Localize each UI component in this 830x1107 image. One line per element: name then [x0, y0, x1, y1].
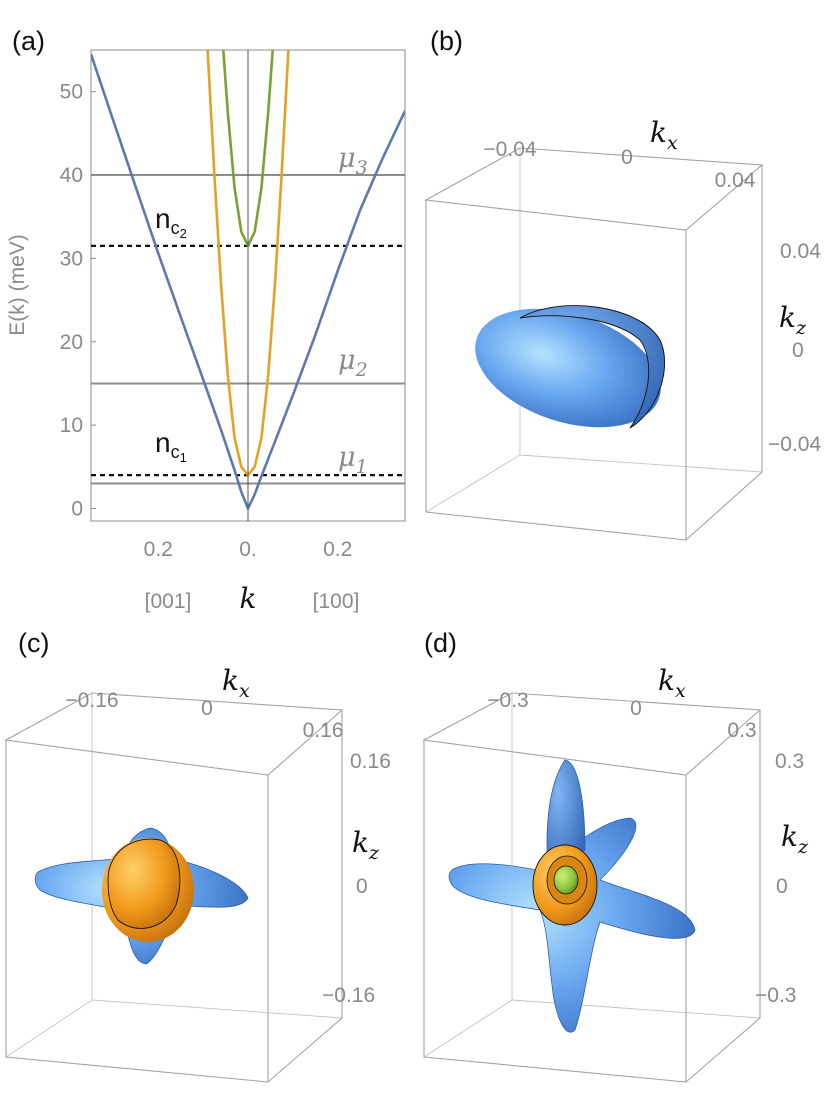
- kx-tick-zero: 0: [201, 697, 213, 720]
- blue-pocket-cut-edge: [519, 305, 666, 429]
- fermi-surface-d: [448, 759, 696, 1033]
- x-tick-label: 0.2: [323, 538, 352, 561]
- kx-tick-left: −0.3: [487, 689, 528, 712]
- x-axis-right-direction: [100]: [313, 590, 360, 613]
- y-axis-label: E(k) (meV): [6, 234, 29, 336]
- bounding-box-c: [4, 692, 344, 1083]
- fermi-surface-panel-b: (b) −0.04 0 0.04 kx 0.04 0 −0.04 kz: [424, 26, 821, 541]
- band-structure-panel: (a) 0 10 20 30 40 50 0.2 0. 0.2 E(k) (meV) [001…: [6, 26, 406, 615]
- orange-cut-edge: [107, 838, 181, 929]
- kx-tick-left: −0.16: [65, 689, 118, 712]
- nc2-label: nc2: [155, 203, 187, 241]
- panel-label-c: (c): [18, 628, 49, 658]
- blue-fermi-surface-top-lobe: [546, 759, 586, 871]
- panel-label-b: (b): [430, 26, 463, 56]
- panel-label-d: (d): [424, 628, 457, 658]
- kz-label: kz: [352, 826, 380, 864]
- y-tick-label: 10: [60, 414, 83, 437]
- kx-tick-zero: 0: [621, 146, 633, 169]
- kz-tick-top: 0.04: [780, 240, 821, 263]
- fermi-surface-panel-d: (d) −0.3 0 0.3 kx 0.3 0 −0.3 kz: [422, 628, 809, 1083]
- y-tick-label: 50: [60, 81, 83, 104]
- mu2-label: μ2: [338, 345, 368, 381]
- mu3-label: μ3: [338, 143, 368, 179]
- fermi-surface-c: [34, 827, 249, 965]
- kz-label: kz: [779, 301, 807, 339]
- y-tick-label: 30: [60, 247, 83, 270]
- bounding-box-b: [424, 147, 764, 541]
- kz-tick-zero: 0: [356, 875, 368, 898]
- band-plot: 0 10 20 30 40 50 0.2 0. 0.2: [60, 49, 406, 561]
- panel-label-a: (a): [12, 26, 45, 56]
- kx-label: kx: [222, 664, 250, 702]
- kx-label: kx: [650, 116, 678, 154]
- kx-tick-right: 0.3: [727, 719, 756, 742]
- x-axis-label: k: [240, 582, 257, 615]
- green-fermi-surface: [553, 865, 579, 895]
- x-ticks: 0.2 0. 0.2: [144, 538, 353, 561]
- mu1-label: μ1: [338, 442, 368, 478]
- kx-label: kx: [658, 664, 686, 702]
- x-axis-left-direction: [001]: [145, 590, 192, 613]
- fermi-surface-b: [475, 305, 666, 429]
- kz-tick-zero: 0: [792, 339, 804, 362]
- kx-tick-right: 0.04: [715, 169, 756, 192]
- kz-tick-zero: 0: [776, 875, 788, 898]
- nc1-label: nc1: [155, 427, 187, 465]
- y-ticks: 0 10 20 30 40 50: [60, 81, 96, 520]
- y-tick-label: 20: [60, 331, 83, 354]
- kx-tick-right: 0.16: [303, 719, 344, 742]
- x-tick-label: 0.2: [144, 538, 173, 561]
- kz-tick-bottom: −0.3: [755, 984, 796, 1007]
- y-tick-label: 0: [71, 497, 83, 520]
- blue-fermi-surface-lobes: [448, 817, 696, 1033]
- kz-tick-top: 0.3: [775, 750, 804, 773]
- kz-tick-bottom: −0.16: [322, 984, 375, 1007]
- blue-fermi-pocket: [475, 308, 661, 428]
- x-tick-label: 0.: [239, 538, 257, 561]
- kz-tick-bottom: −0.04: [768, 433, 821, 456]
- kx-tick-left: −0.04: [483, 138, 536, 161]
- kz-tick-top: 0.16: [350, 750, 391, 773]
- fermi-surface-panel-c: (c) −0.16 0 0.16 kx 0.16 0 −0.16 kz: [4, 628, 391, 1083]
- y-tick-label: 40: [60, 164, 83, 187]
- kx-tick-zero: 0: [630, 697, 642, 720]
- kz-label: kz: [781, 820, 809, 858]
